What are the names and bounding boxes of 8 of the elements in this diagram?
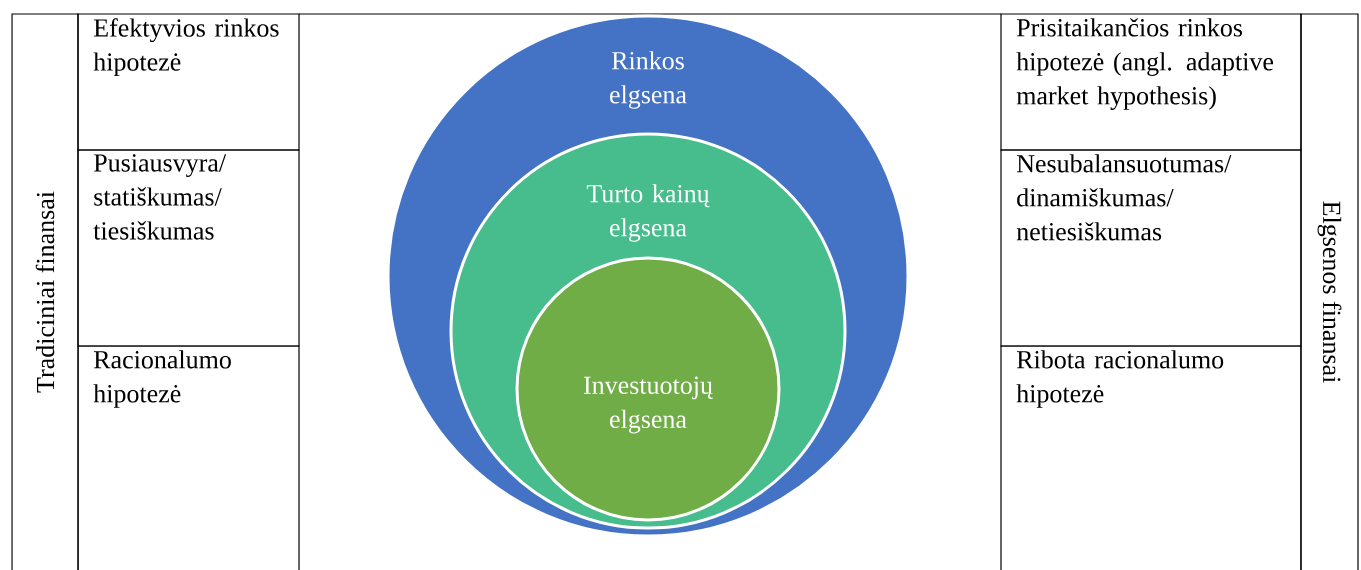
table-cell: Prisitaikančios rinkos hipotezė (angl. adaptive market hypothesis)	[1000, 13, 1302, 151]
table-cell: Elgsenos finansai	[1300, 13, 1359, 570]
table-cell: Ribota racionalumo hipotezė	[1000, 345, 1302, 570]
table-cell: Racionalumo hipotezė	[77, 345, 300, 570]
table-cell: Pusiausvyra/ statiškumas/ tiesiškumas	[77, 149, 300, 347]
table-cell: Efektyvios rinkos hipotezė	[77, 13, 300, 151]
table-cell: Tradiciniai finansai	[11, 13, 79, 570]
table-cell: Nesubalansuotumas/ dinamiškumas/ netiesiškumas	[1000, 149, 1302, 347]
